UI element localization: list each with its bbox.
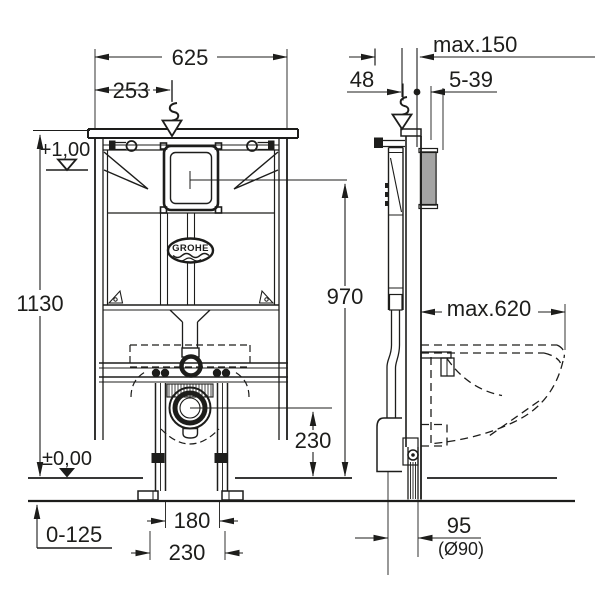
plate-centerline <box>189 171 347 189</box>
dim-width-625: 625 <box>94 45 288 128</box>
dim-label-625: 625 <box>172 45 209 70</box>
water-supply-icon-side <box>390 48 414 131</box>
dim-feet-230: 230 <box>131 531 243 565</box>
dim-label-230-feet: 230 <box>169 540 206 565</box>
foot-plate-right <box>221 490 244 501</box>
level-marker-plus100: +1,00 <box>40 139 91 172</box>
dim-bowl-max620: max.620 <box>420 296 566 350</box>
logo-waves <box>172 252 210 259</box>
flush-plate-frame <box>159 142 347 214</box>
dimensions: 625 253 +1,00 1130 <box>16 32 595 565</box>
dim-label-1130: 1130 <box>16 291 63 316</box>
cistern-side <box>376 146 404 473</box>
cistern-tank <box>103 149 279 311</box>
grohe-logo-badge: GROHE <box>166 237 215 264</box>
grohe-logo-text: GROHE <box>172 243 209 254</box>
dim-drain-95: 95 (Ø90) <box>355 513 484 559</box>
bowl-support-bracket <box>420 351 455 377</box>
level-marker-zero: ±0,00 <box>42 448 92 478</box>
side-view <box>374 48 565 500</box>
plate-protection-cover <box>418 147 439 210</box>
dim-label-180: 180 <box>174 508 211 533</box>
dim-label-95: 95 <box>447 513 471 538</box>
outlet-bend-housing <box>376 417 402 473</box>
fixing-bolt <box>160 368 170 378</box>
dim-bolts-180: 180 <box>147 502 238 533</box>
leg-clamp <box>214 453 228 463</box>
water-supply-icon-front <box>160 80 184 138</box>
dim-label-dia90: (Ø90) <box>438 539 484 559</box>
leg-clamp <box>151 453 165 463</box>
mounting-frame <box>87 128 299 440</box>
dim-label-970: 970 <box>327 284 364 309</box>
bowl-outline-dashed-front <box>130 370 250 445</box>
dim-label-5-39: 5-39 <box>449 67 493 92</box>
dim-label-253: 253 <box>113 78 150 103</box>
dim-wall-max150: max.150 <box>349 32 595 66</box>
dim-label-max150: max.150 <box>433 32 517 57</box>
wc-bowl-dashed-outline <box>421 344 565 447</box>
fixing-bolt <box>151 368 161 378</box>
level-label-zero: ±0,00 <box>42 448 92 470</box>
dimension-dot <box>413 88 421 96</box>
dim-label-48: 48 <box>350 67 374 92</box>
adjustable-legs <box>137 383 244 501</box>
fixing-template-dashed <box>129 344 251 368</box>
front-view: GROHE <box>87 128 347 501</box>
lower-cross-rails <box>99 362 288 383</box>
dim-height-1130: 1130 <box>16 130 90 477</box>
dim-label-max620: max.620 <box>447 296 531 321</box>
level-label-plus100: +1,00 <box>40 139 91 161</box>
side-rail <box>400 128 422 500</box>
dim-offset-253: 253 <box>94 78 173 103</box>
dim-plate-height-970: 970 <box>327 183 364 477</box>
fixing-bolt <box>212 368 222 378</box>
foot-adjust-screw <box>407 449 419 461</box>
dim-label-0-125: 0-125 <box>46 522 102 547</box>
dim-depth-48: 48 <box>347 67 404 101</box>
drain-outlet <box>130 370 332 445</box>
fixing-bolt <box>221 368 231 378</box>
floor-lines <box>28 472 575 575</box>
dim-plate-5-39: 5-39 <box>430 67 497 150</box>
dim-floor-range-0-125: 0-125 <box>33 504 112 549</box>
foot-plate-left <box>137 490 159 501</box>
dim-drain-height-230: 230 <box>295 411 332 477</box>
dim-label-230-drain: 230 <box>295 428 332 453</box>
top-wall-anchor-bolt <box>374 137 405 148</box>
flush-pipe-lower <box>169 309 211 378</box>
